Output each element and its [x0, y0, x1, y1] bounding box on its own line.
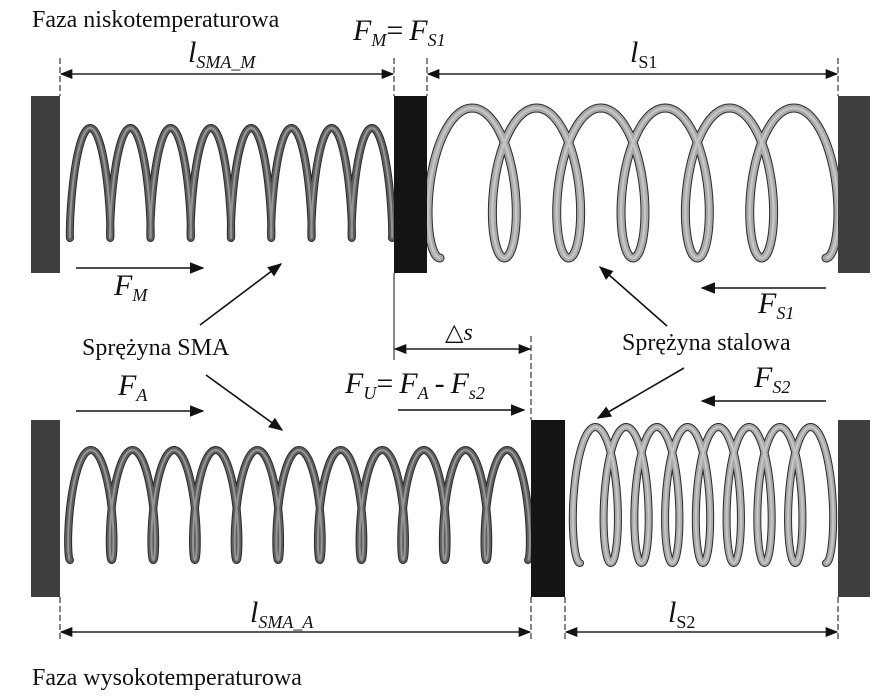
symbol-l: l: [250, 596, 258, 629]
left-wall-top: [31, 96, 60, 273]
spring-coil-outline: [423, 103, 843, 263]
spring-coil: [569, 424, 837, 566]
label-f-s1: FS1: [757, 287, 794, 323]
spring-coil-outline: [64, 446, 534, 564]
spring-coil-highlight: [571, 426, 835, 564]
symbol-l: l: [188, 36, 196, 69]
phase-title-high: Faza wysokotemperaturowa: [32, 665, 302, 691]
eq-sub-u: U: [363, 383, 377, 403]
eq-f: F: [352, 14, 372, 47]
eq-b: F: [450, 367, 470, 400]
label-steel-spring: Sprężyna stalowa: [622, 330, 791, 356]
steel-spring-low-temp: [423, 103, 843, 263]
subscript-s2: S2: [772, 377, 790, 397]
eq-equals: =: [386, 14, 403, 47]
subscript-m: M: [131, 285, 148, 305]
eq-f: F: [344, 367, 364, 400]
label-sma-spring: Sprężyna SMA: [82, 335, 230, 361]
symbol-l: l: [668, 596, 676, 629]
eq-rhs: F: [408, 14, 428, 47]
subscript-sma-m: SMA_M: [196, 52, 256, 72]
subscript-s1: S1: [638, 52, 657, 72]
subscript-s2: S2: [676, 612, 695, 632]
pointer-sma-top: [199, 263, 283, 326]
label-f-s2: FS2: [753, 361, 790, 397]
label-l-s1: lS1: [630, 36, 657, 72]
sma-spring-high-temp: [64, 446, 534, 564]
spring-coil: [65, 447, 533, 563]
right-wall-top: [838, 96, 870, 273]
spring-coil: [424, 104, 842, 262]
equation-fm-fs1: FM=FS1: [352, 14, 446, 50]
symbol-f: F: [757, 287, 777, 320]
label-l-sma-a: lSMA_A: [250, 596, 314, 632]
symbol-f: F: [113, 269, 133, 302]
slider-block-top: [394, 96, 427, 273]
subscript-s1: S1: [776, 303, 794, 323]
eq-equals: =: [376, 367, 393, 400]
eq-minus: -: [435, 367, 445, 400]
spring-coil-highlight: [67, 449, 531, 561]
sma-spring-low-temp: [65, 124, 397, 242]
spring-coil-highlight: [426, 106, 840, 260]
slider-block-bottom: [531, 420, 565, 597]
eq-a: F: [398, 367, 418, 400]
pointer-sma-bottom: [205, 374, 284, 431]
steel-spring-high-temp: [568, 423, 838, 567]
spring-coil: [66, 125, 396, 241]
right-wall-bottom: [838, 420, 870, 597]
eq-sub-a: A: [417, 383, 430, 403]
phase-title-low: Faza niskotemperaturowa: [32, 7, 280, 33]
symbol-l: l: [630, 36, 638, 69]
eq-sub-m: M: [370, 30, 387, 50]
left-wall-bottom: [31, 420, 60, 597]
label-l-sma-m: lSMA_M: [188, 36, 256, 72]
symbol-f: F: [117, 369, 137, 402]
eq-sub-s1: S1: [428, 30, 446, 50]
subscript-a: A: [135, 385, 148, 405]
pointer-steel-bottom: [596, 367, 685, 419]
label-f-a: FA: [117, 369, 148, 405]
pointer-steel-top: [598, 266, 668, 327]
eq-sub-s2: s2: [469, 383, 485, 403]
spring-coil-highlight: [68, 127, 394, 239]
label-delta-s: △s: [445, 320, 473, 346]
equation-fu: FU=FA-Fs2: [344, 367, 485, 403]
label-l-s2: lS2: [668, 596, 695, 632]
subscript-sma-a: SMA_A: [258, 612, 314, 632]
label-f-m: FM: [113, 269, 148, 305]
symbol-f: F: [753, 361, 773, 394]
